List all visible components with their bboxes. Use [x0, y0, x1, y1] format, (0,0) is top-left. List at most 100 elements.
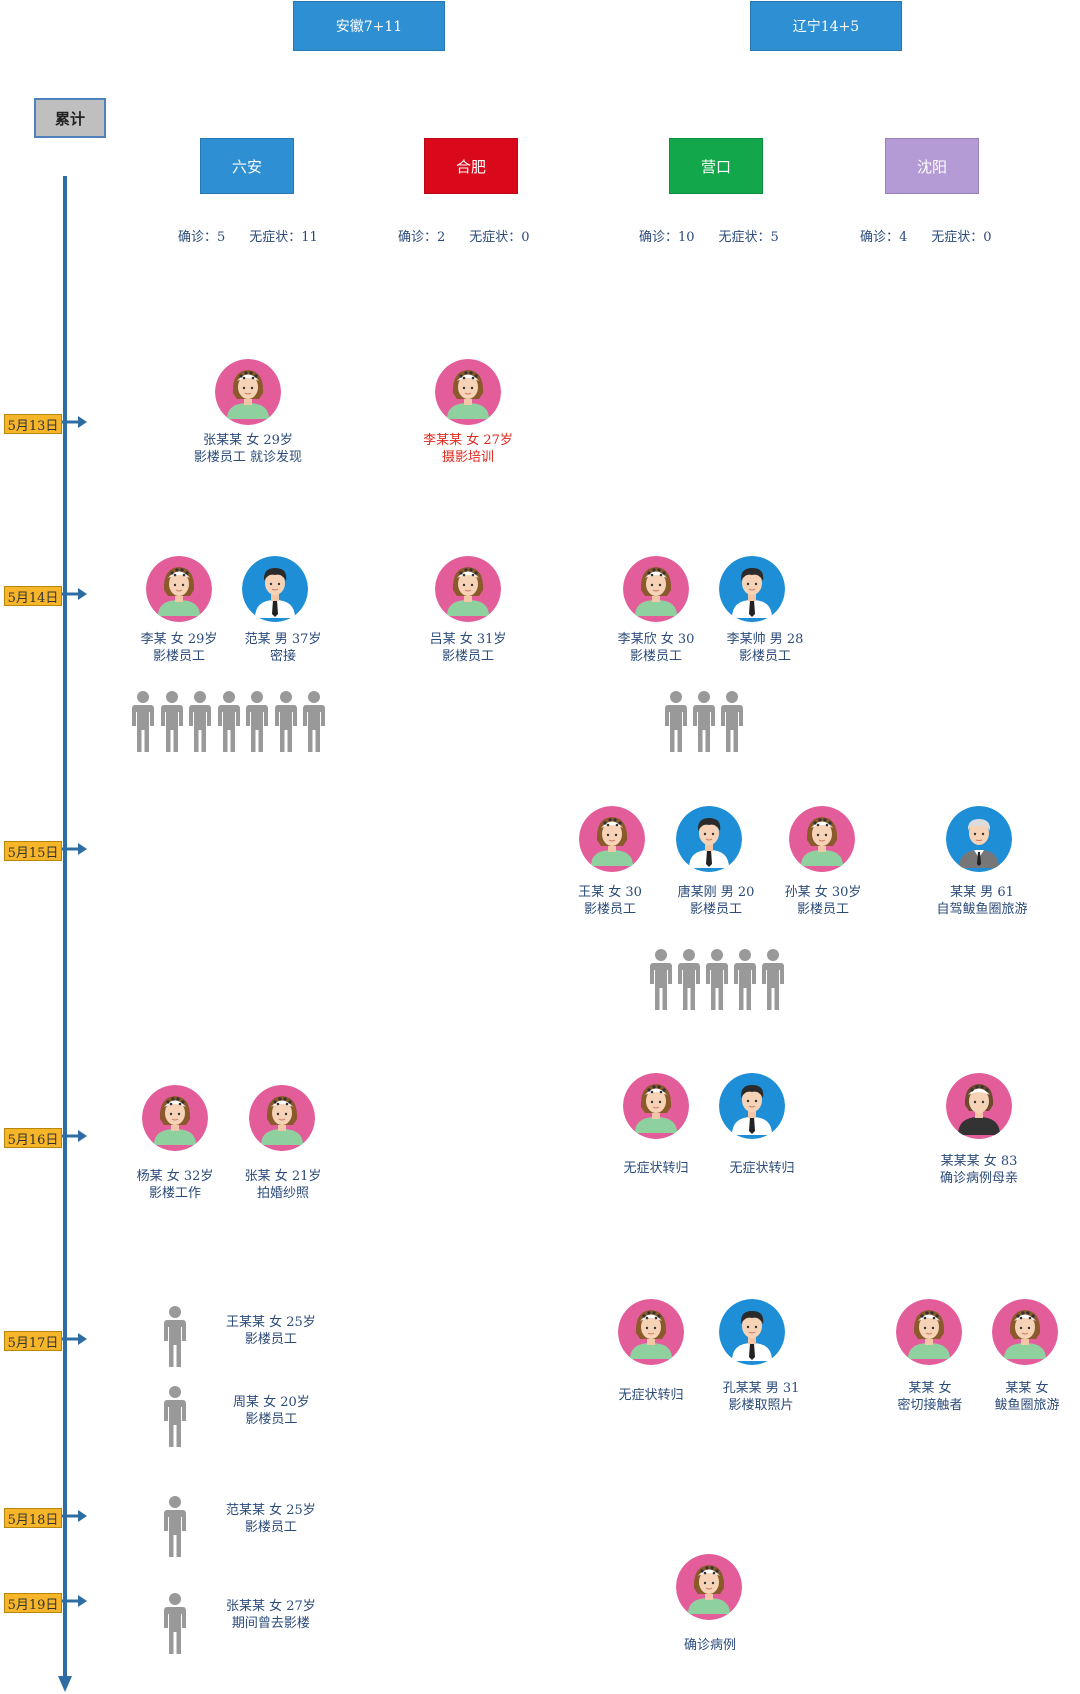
case-label: 李某 女 29岁影楼员工	[141, 631, 218, 665]
person-silhouette-icon	[131, 690, 155, 758]
person-silhouette-icon	[649, 948, 673, 1016]
case-info: 某某 女	[908, 1381, 952, 1396]
case-label: 杨某 女 32岁影楼工作	[137, 1168, 214, 1202]
case-label: 李某某 女 27岁摄影培训	[423, 432, 513, 466]
male-avatar-icon	[676, 806, 742, 872]
confirmed-count: 确诊：5	[178, 230, 226, 245]
case-label: 孙某 女 30岁影楼员工	[785, 884, 862, 918]
case-label: 吕某 女 31岁影楼员工	[430, 631, 507, 665]
female-avatar-icon	[992, 1299, 1058, 1365]
stats-liuan: 确诊：5 无症状：11	[178, 226, 342, 245]
person-silhouette-icon	[245, 690, 269, 758]
female-avatar-icon	[215, 359, 281, 425]
case-note: 确诊病例母亲	[939, 1171, 1019, 1186]
header-anhui: 安徽7+11	[293, 1, 445, 51]
person-silhouette-icon	[705, 948, 729, 1016]
female-avatar-icon	[676, 1554, 742, 1620]
person-silhouette-icon	[163, 1305, 187, 1373]
case-note: 影楼员工 就诊发现	[193, 450, 303, 465]
asymptomatic-count: 无症状：5	[718, 230, 779, 245]
female-avatar-icon	[789, 806, 855, 872]
case-label: 李某欣 女 30 影楼员工	[618, 631, 695, 665]
case-label: 王某 女 30 影楼员工	[578, 884, 642, 918]
date-label: 5月15日	[4, 841, 62, 861]
female-avatar-icon	[579, 806, 645, 872]
city-hefei: 合肥	[424, 138, 518, 194]
date-label: 5月13日	[4, 414, 62, 434]
person-silhouette-icon	[677, 948, 701, 1016]
female-avatar-icon	[146, 556, 212, 622]
person-silhouette-icon	[720, 690, 744, 758]
city-liuan: 六安	[200, 138, 294, 194]
case-note: 影楼员工	[738, 649, 791, 664]
case-note: 密切接触者	[897, 1398, 963, 1413]
male-avatar-icon	[719, 1299, 785, 1365]
case-note: 自驾鲅鱼圈旅游	[936, 902, 1028, 917]
city-yingkou: 营口	[669, 138, 763, 194]
header-liaoning: 辽宁14+5	[750, 1, 902, 51]
case-label: 无症状转归	[623, 1160, 688, 1177]
case-note: 影楼员工	[441, 649, 494, 664]
person-silhouette-icon	[302, 690, 326, 758]
case-note: 影楼员工	[245, 1412, 298, 1427]
city-shenyang: 沈阳	[885, 138, 979, 194]
case-label: 无症状转归	[729, 1160, 794, 1177]
case-note: 影楼员工	[689, 902, 742, 917]
case-note: 影楼员工	[244, 1520, 297, 1535]
case-label: 无症状转归	[618, 1387, 683, 1404]
case-label: 唐某刚 男 20 影楼员工	[678, 884, 755, 918]
female-avatar-icon	[435, 359, 501, 425]
case-note: 影楼员工	[629, 649, 682, 664]
case-label: 周某 女 20岁影楼员工	[233, 1394, 310, 1428]
case-label: 李某帅 男 28 影楼员工	[727, 631, 804, 665]
case-info: 孔某某 男 31	[722, 1381, 800, 1396]
confirmed-count: 确诊：4	[860, 230, 908, 245]
case-note: 鲅鱼圈旅游	[994, 1398, 1060, 1413]
date-label: 5月19日	[4, 1593, 62, 1613]
case-info: 吕某 女 31岁	[429, 632, 507, 647]
case-label: 范某某 女 25岁影楼员工	[226, 1502, 316, 1536]
case-info: 李某 女 29岁	[140, 632, 218, 647]
person-silhouette-icon	[664, 690, 688, 758]
case-label: 某某 女鲅鱼圈旅游	[994, 1380, 1059, 1414]
person-silhouette-icon	[163, 1495, 187, 1563]
case-info: 杨某 女 32岁	[136, 1169, 214, 1184]
female-avatar-icon	[142, 1085, 208, 1151]
confirmed-count: 确诊：2	[398, 230, 446, 245]
person-silhouette-icon	[733, 948, 757, 1016]
male-avatar-icon	[719, 556, 785, 622]
case-info: 王某某 女 25岁	[226, 1315, 316, 1330]
case-note: 影楼取照片	[728, 1398, 794, 1413]
case-note: 影楼员工	[583, 902, 636, 917]
case-info: 周某 女 20岁	[233, 1395, 310, 1410]
asymptomatic-count: 无症状：0	[931, 230, 992, 245]
case-label: 确诊病例	[684, 1637, 736, 1654]
case-label: 王某某 女 25岁影楼员工	[226, 1314, 316, 1348]
case-label: 孔某某 男 31 影楼取照片	[723, 1380, 800, 1414]
case-info: 李某欣 女 30	[617, 632, 695, 647]
elderly-female-avatar-icon	[946, 1073, 1012, 1139]
case-info: 唐某刚 男 20	[677, 885, 755, 900]
case-note: 影楼工作	[148, 1186, 201, 1201]
female-avatar-icon	[435, 556, 501, 622]
male-avatar-icon	[242, 556, 308, 622]
elderly-male-avatar-icon	[946, 806, 1012, 872]
case-info: 张某某 女 27岁	[226, 1599, 316, 1614]
case-note: 密接	[269, 649, 296, 664]
case-info: 王某 女 30	[578, 885, 642, 900]
person-silhouette-icon	[692, 690, 716, 758]
case-note: 影楼员工	[244, 1332, 297, 1347]
case-label: 张某某 女 29岁影楼员工 就诊发现	[194, 432, 302, 466]
case-info: 李某帅 男 28	[726, 632, 804, 647]
female-avatar-icon	[249, 1085, 315, 1151]
person-silhouette-icon	[217, 690, 241, 758]
case-label: 张某 女 21岁拍婚纱照	[245, 1168, 322, 1202]
asymptomatic-count: 无症状：11	[249, 230, 318, 245]
case-info: 范某某 女 25岁	[226, 1503, 316, 1518]
date-label: 5月18日	[4, 1508, 62, 1528]
date-label: 5月16日	[4, 1128, 62, 1148]
case-info: 李某某 女 27岁	[423, 433, 513, 448]
case-info: 张某 女 21岁	[244, 1169, 322, 1184]
